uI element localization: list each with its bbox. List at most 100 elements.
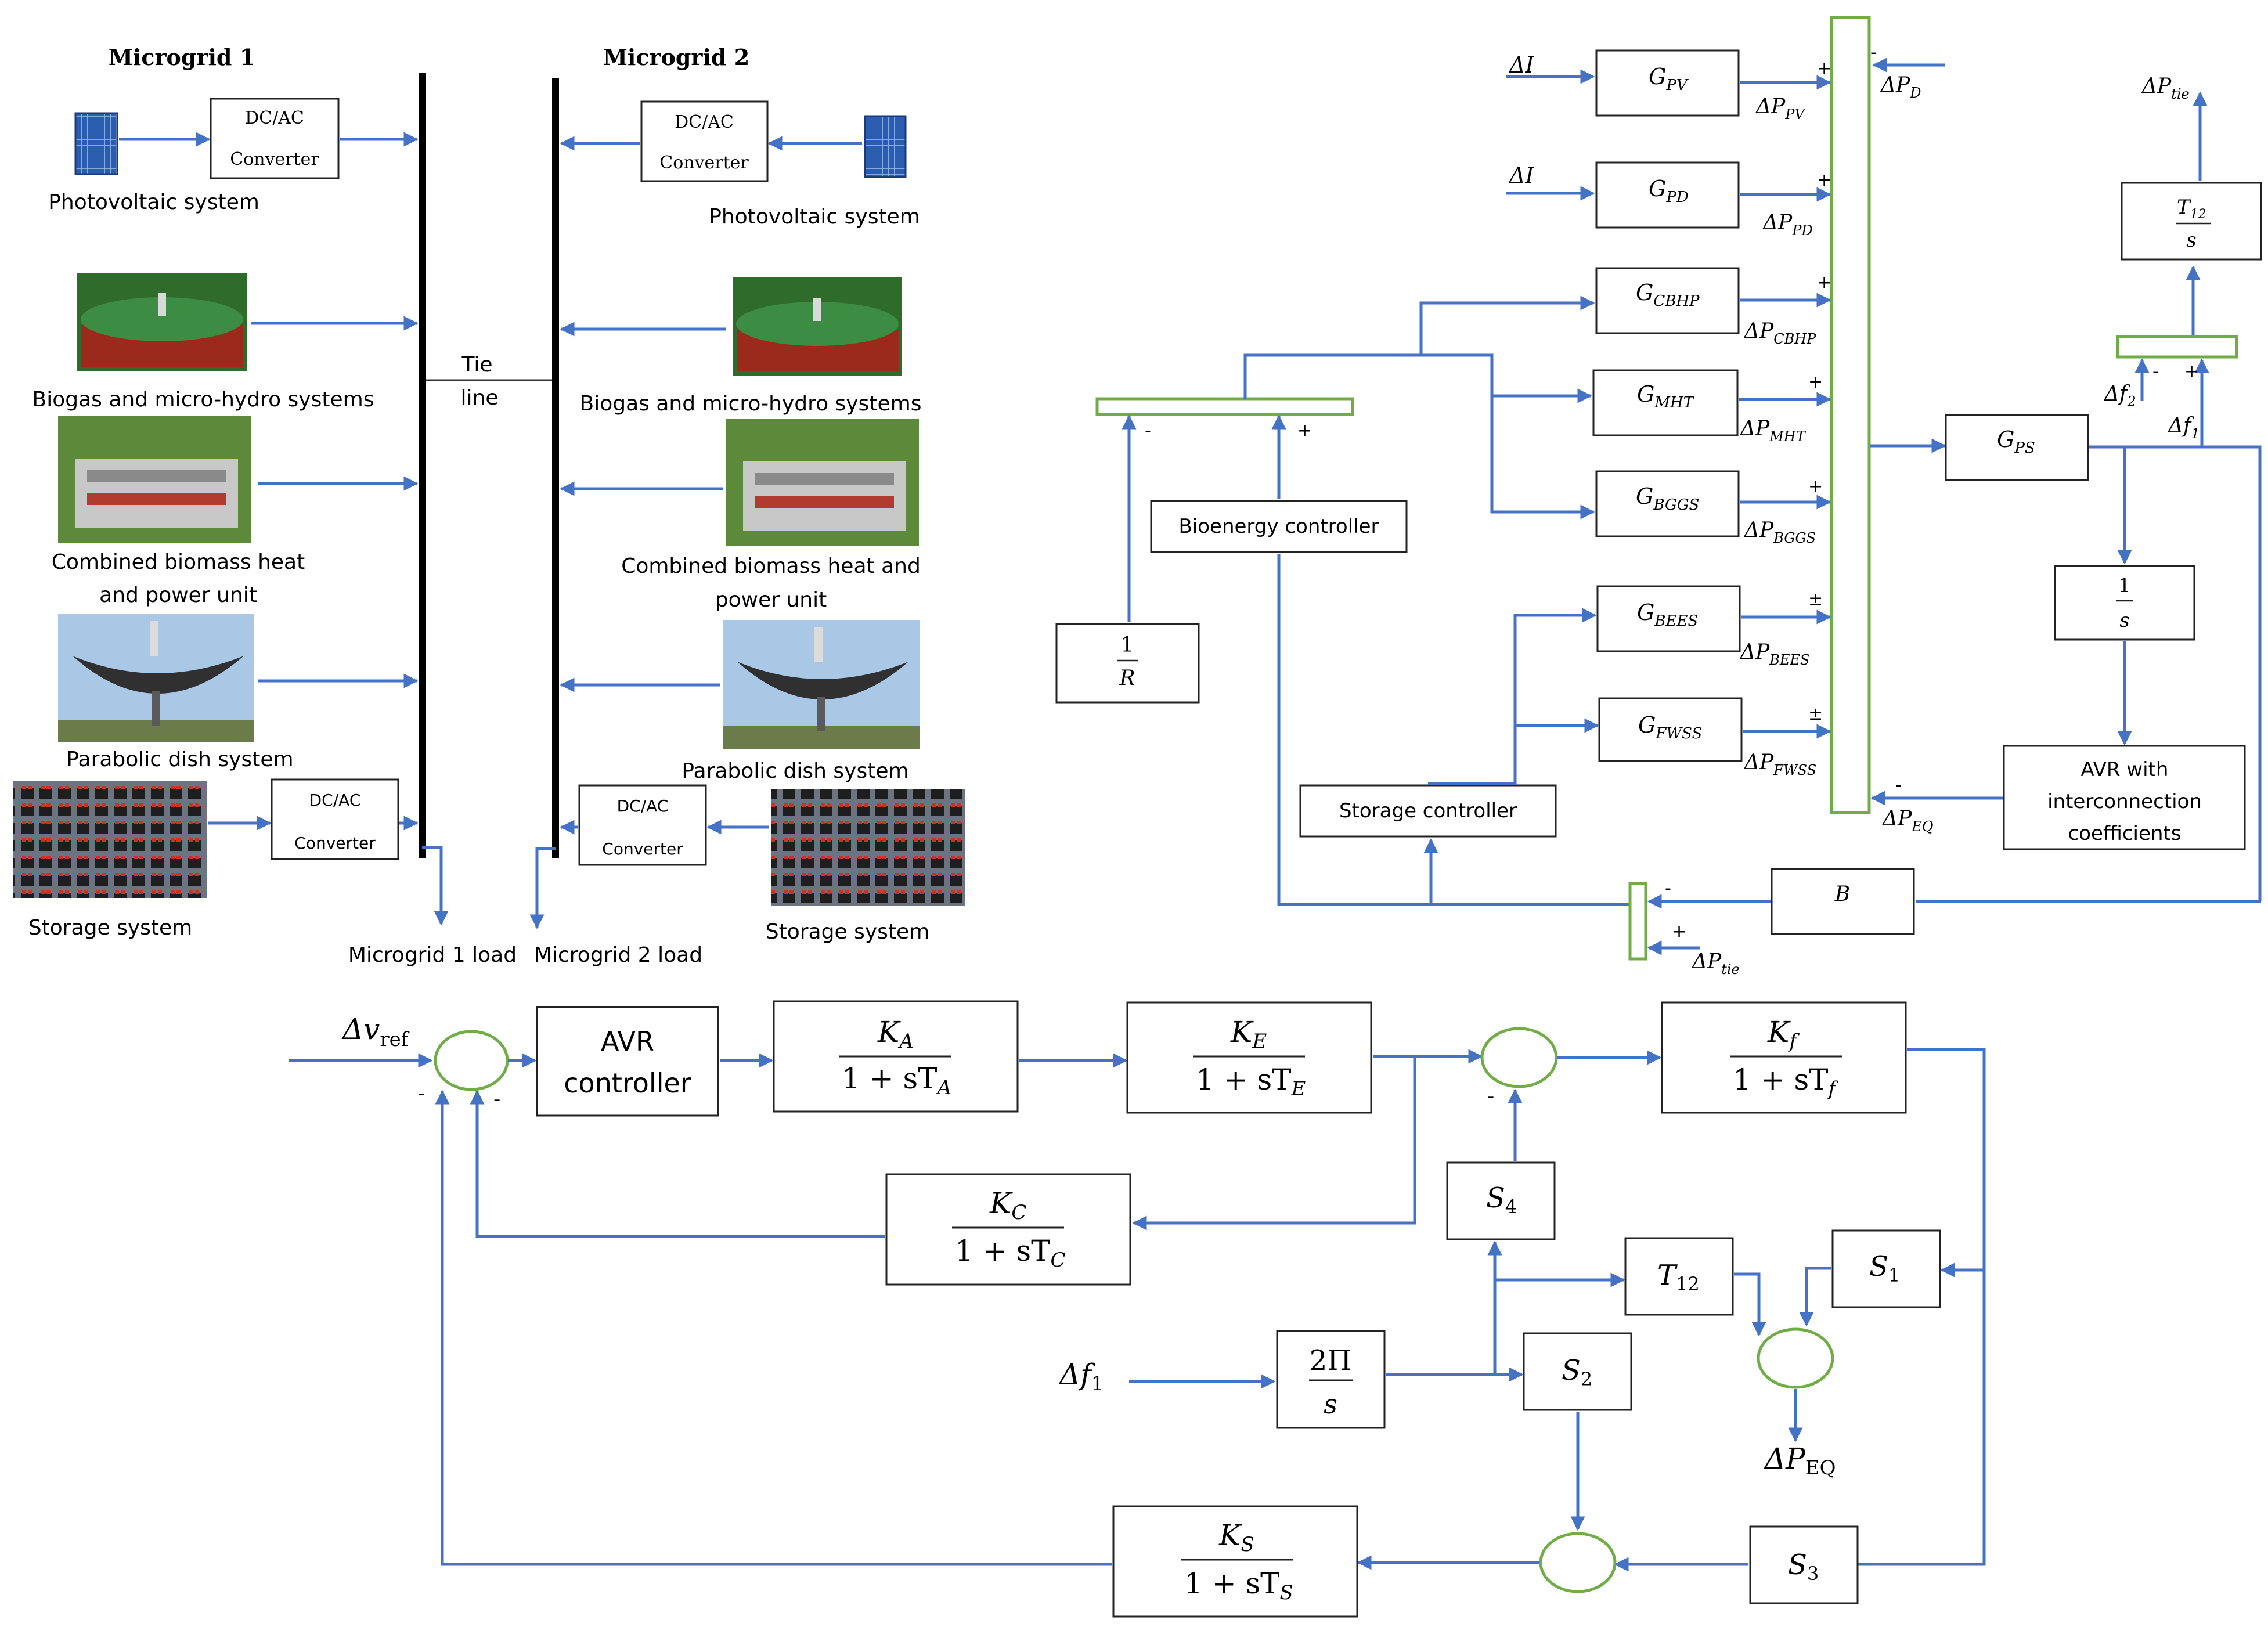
generator-field-block xyxy=(1661,1001,1907,1114)
plus-sign: + xyxy=(1817,273,1831,293)
t12-symbol: T xyxy=(1657,1259,1678,1292)
mg1-pv-label: Photovoltaic system xyxy=(48,190,259,214)
svg-text:T12: T12 xyxy=(2177,196,2206,222)
g-pd-block: GPD xyxy=(1595,161,1740,229)
parabolic-dish-icon xyxy=(723,620,920,749)
s3-block xyxy=(1749,1525,1859,1604)
df1-sub: 1 xyxy=(1091,1372,1104,1395)
dp-symbol: ΔP xyxy=(1691,950,1722,973)
mg2-pv-converter xyxy=(640,100,769,182)
dp-subscript: BGGS xyxy=(1773,530,1816,546)
bias-sum-bar xyxy=(1628,882,1647,961)
dp-eq-sub: EQ xyxy=(1805,1456,1836,1480)
t12-sub: 12 xyxy=(1676,1273,1700,1295)
mg2-cbhp-label-2: power unit xyxy=(715,588,827,612)
microgrid-2-load-label: Microgrid 2 load xyxy=(534,943,702,967)
svg-text:ΔPD: ΔPD xyxy=(1880,73,1921,101)
tie-line-label-2: line xyxy=(461,386,499,410)
s-sub: 4 xyxy=(1505,1196,1517,1218)
dp-symbol: ΔP xyxy=(1881,807,1912,831)
mg1-dish-label: Parabolic dish system xyxy=(66,748,293,771)
df-symbol: Δf xyxy=(2167,414,2194,438)
avr-interconnection-block xyxy=(2003,745,2246,850)
gain-k: K xyxy=(989,1186,1013,1220)
microgrid-2-title: Microgrid 2 xyxy=(603,44,749,70)
tie-gain-sub: 12 xyxy=(2190,207,2206,222)
tie-sum-bar xyxy=(2116,335,2238,359)
dp-subscript: BEES xyxy=(1769,652,1809,668)
svg-text:Δf1: Δf1 xyxy=(1058,1358,1104,1395)
svg-text:S4: S4 xyxy=(1486,1182,1517,1218)
g-subscript: CBHP xyxy=(1653,293,1700,310)
integrator-numerator: 1 xyxy=(2118,574,2131,597)
g-subscript: BEES xyxy=(1654,612,1698,630)
droop-denominator: R xyxy=(1119,666,1135,690)
minus-sign: - xyxy=(1665,878,1671,899)
plus-sign: + xyxy=(1808,477,1823,497)
dp-subscript: MHT xyxy=(1769,428,1807,445)
g-symbol: G xyxy=(1636,280,1653,305)
svg-text:1 + sTf: 1 + sTf xyxy=(1733,1063,1839,1101)
avr-controller-block xyxy=(536,1006,719,1117)
gain-sub: A xyxy=(897,1030,914,1053)
svg-text:1 + sTA: 1 + sTA xyxy=(842,1062,951,1099)
svg-text:ΔPBEES: ΔPBEES xyxy=(1739,640,1809,668)
plus-minus-sign: ± xyxy=(1808,704,1823,724)
g-cbhp-block: GCBHP xyxy=(1595,267,1740,334)
droop-block xyxy=(1055,623,1200,704)
minus-sign: - xyxy=(1145,421,1151,441)
g-subscript: PD xyxy=(1665,189,1688,206)
avr-block-label-2: interconnection xyxy=(2047,790,2202,813)
svg-text:S3: S3 xyxy=(1788,1549,1819,1585)
biomass-plant-icon xyxy=(726,419,919,546)
s4-block xyxy=(1446,1161,1556,1240)
svg-text:KE: KE xyxy=(1230,1015,1267,1053)
two-pi-denominator: s xyxy=(1324,1388,1337,1420)
g-symbol: G xyxy=(1997,427,2014,452)
gain-k: K xyxy=(877,1015,901,1049)
s-symbol: S xyxy=(1486,1182,1505,1214)
minus-sign: - xyxy=(493,1088,500,1111)
svg-text:ΔPMHT: ΔPMHT xyxy=(1739,417,1807,445)
svg-text:S2: S2 xyxy=(1562,1354,1592,1390)
g-bggs-block: GBGGS xyxy=(1595,470,1740,537)
mg2-cbhp-label-1: Combined biomass heat and xyxy=(621,554,921,578)
avr-block-diagram: Δvref - - AVR controller KA 1 + sTA KE 1… xyxy=(289,1000,1986,1618)
dv-ref-subscript: ref xyxy=(380,1028,409,1051)
tie-line-label-1: Tie xyxy=(461,353,492,377)
svg-text:KA: KA xyxy=(877,1015,914,1053)
integrator-denominator: s xyxy=(2119,609,2129,632)
den-sub: E xyxy=(1291,1077,1306,1101)
svg-text:1 + sTC: 1 + sTC xyxy=(955,1234,1066,1272)
biogas-tank-icon xyxy=(77,273,247,371)
converter-label-1: DC/AC xyxy=(675,112,734,132)
s-symbol: S xyxy=(1562,1354,1581,1387)
plus-sign: + xyxy=(1297,421,1312,441)
svg-text:1 + sTE: 1 + sTE xyxy=(1196,1063,1306,1101)
s-sub: 2 xyxy=(1581,1368,1592,1390)
den-text: 1 + sT xyxy=(955,1234,1051,1268)
svg-text:GMHT: GMHT xyxy=(1637,381,1694,412)
s2-block xyxy=(1523,1332,1632,1411)
svg-text:GCBHP: GCBHP xyxy=(1636,280,1700,310)
svg-text:Δf2: Δf2 xyxy=(2103,382,2136,410)
storage-controller-label: Storage controller xyxy=(1339,799,1517,822)
avr-controller-label-1: AVR xyxy=(601,1026,654,1057)
delta-i-label: ΔI xyxy=(1508,163,1534,188)
gain-sub: E xyxy=(1252,1030,1267,1053)
bioenergy-controller-block xyxy=(1150,500,1408,553)
svg-text:GPV: GPV xyxy=(1649,64,1689,94)
mg2-biogas-label: Biogas and micro-hydro systems xyxy=(580,392,922,416)
biogas-tank-icon xyxy=(733,277,902,376)
svg-text:ΔPtie: ΔPtie xyxy=(1691,950,1740,977)
avr-controller-label-2: controller xyxy=(564,1067,691,1099)
svg-text:ΔPPD: ΔPPD xyxy=(1762,211,1813,239)
svg-text:Δvref: Δvref xyxy=(341,1012,410,1051)
den-text: 1 + sT xyxy=(1184,1567,1280,1600)
svg-text:KC: KC xyxy=(989,1186,1026,1224)
dp-symbol: ΔP xyxy=(1762,211,1793,235)
avr-block-label-1: AVR with xyxy=(2081,758,2169,781)
two-pi-numerator: 2Π xyxy=(1310,1344,1351,1377)
mg1-cbhp-label-2: and power unit xyxy=(99,583,257,607)
den-text: 1 + sT xyxy=(842,1062,938,1095)
